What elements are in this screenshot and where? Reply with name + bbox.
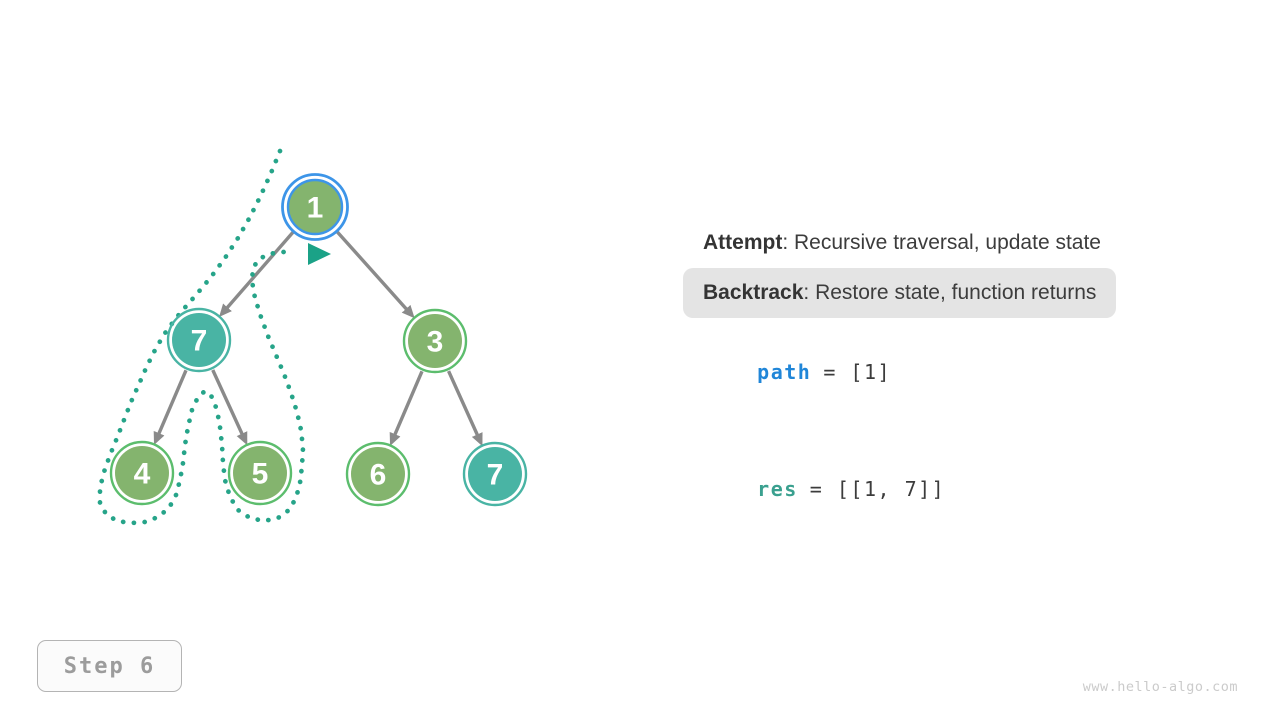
- tree-node-label: 7: [487, 459, 504, 492]
- tree-node-4: 4: [109, 440, 175, 506]
- tree-node-label: 3: [427, 326, 444, 359]
- tree-node-label: 1: [307, 192, 324, 225]
- tree-edge: [335, 230, 415, 319]
- step-badge-label: Step 6: [63, 653, 156, 679]
- tree-node-7: 7: [166, 307, 232, 373]
- step-badge: Step 6: [37, 640, 182, 692]
- attempt-label: Attempt: [703, 231, 783, 254]
- tree-node-5: 5: [227, 440, 293, 506]
- backtrack-legend-pill: Backtrack: Restore state, function retur…: [683, 268, 1117, 318]
- tree-node-3: 3: [402, 308, 468, 374]
- backtrack-text: : Restore state, function returns: [803, 281, 1097, 304]
- attempt-legend-line: Attempt: Recursive traversal, update sta…: [703, 229, 1101, 256]
- tree-node-7: 7: [462, 441, 528, 507]
- attempt-text: : Recursive traversal, update state: [782, 231, 1101, 254]
- tree-node-label: 6: [370, 459, 387, 492]
- tree-node-label: 7: [191, 325, 208, 358]
- backtrack-label: Backtrack: [703, 281, 804, 304]
- tree-edge: [153, 369, 188, 445]
- path-value: = [1]: [823, 360, 892, 384]
- tree-node-label: 5: [252, 458, 269, 491]
- tree-edges: [153, 230, 483, 447]
- path-variable: path: [757, 360, 812, 384]
- res-variable: res: [757, 477, 798, 501]
- path-state-line: path = [1]: [703, 332, 891, 384]
- res-value: = [[1, 7]]: [809, 477, 946, 501]
- tree-node-1: 1: [281, 173, 349, 241]
- tree-edge: [219, 230, 295, 318]
- tree-node-label: 4: [134, 458, 151, 491]
- tree-edge: [389, 370, 424, 446]
- tree-edge: [447, 370, 483, 447]
- tree-node-6: 6: [345, 441, 411, 507]
- res-state-line: res = [[1, 7]]: [703, 449, 945, 501]
- watermark: www.hello-algo.com: [1082, 679, 1238, 695]
- tree-edge: [211, 369, 248, 446]
- backtrack-arrowhead-icon: [308, 243, 331, 265]
- tree-nodes: 1 7 3 4 5 6 7: [109, 173, 528, 507]
